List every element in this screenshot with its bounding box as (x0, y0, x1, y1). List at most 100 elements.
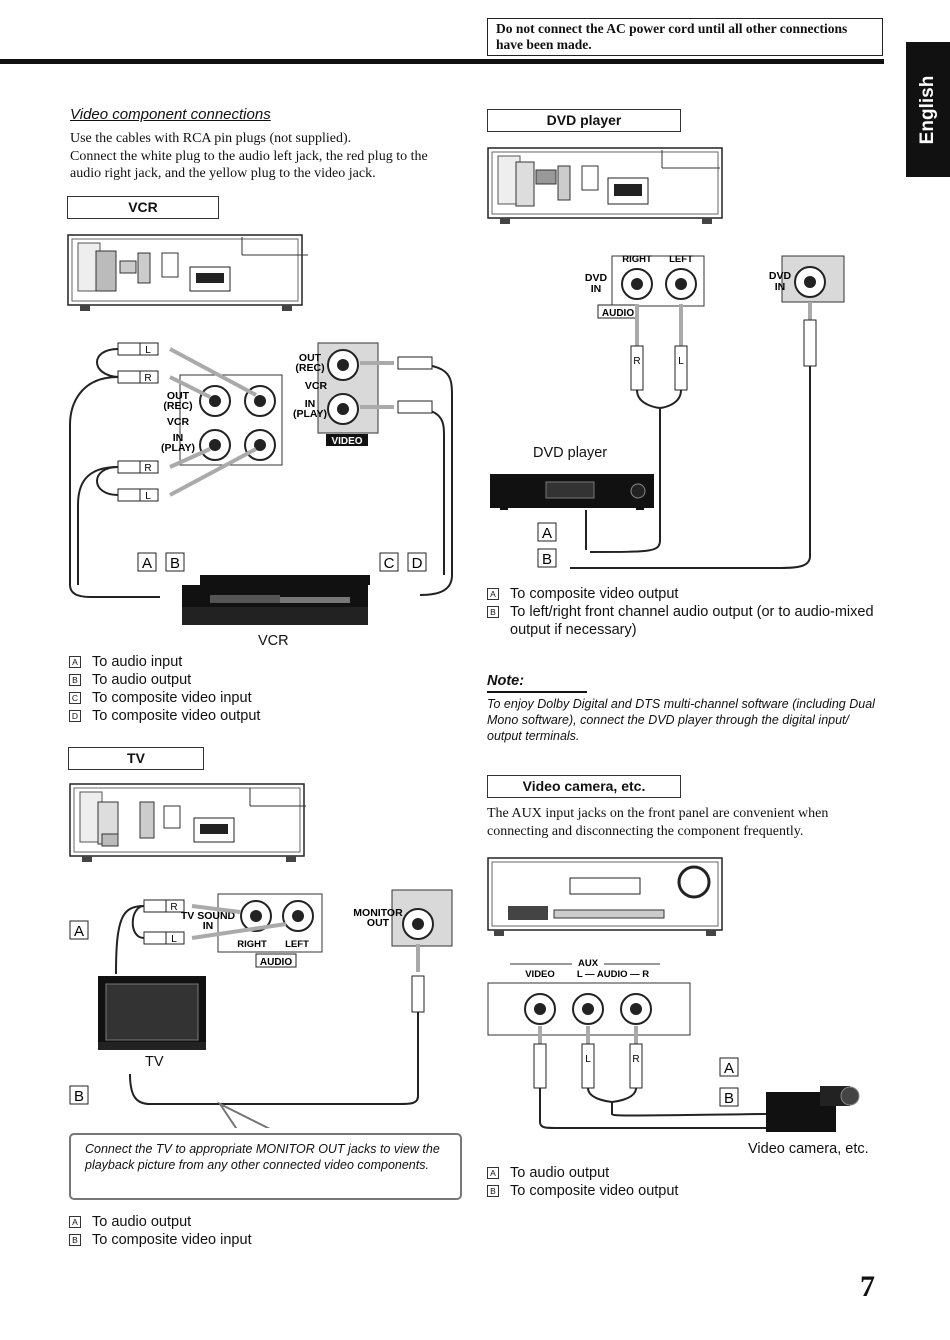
power-cord-warning: Do not connect the AC power cord until a… (487, 18, 883, 56)
tv-right-label: RIGHT (237, 939, 267, 950)
legend-key: A (487, 1167, 499, 1179)
legend-text: To composite video input (92, 1232, 252, 1248)
callout-a: A (724, 1060, 734, 1077)
svg-text:(REC): (REC) (295, 362, 324, 374)
dvd-player-device (490, 474, 654, 510)
dvd-plugs: R L (630, 319, 817, 391)
plug-letter: L (171, 934, 177, 945)
header-rule (0, 59, 884, 64)
receiver-rear-panel (67, 234, 308, 311)
intro-text: Use the cables with RCA pin plugs (not s… (70, 130, 450, 183)
dvd-audio-jack-panel: RIGHT LEFT AUDIO DVD IN (585, 254, 705, 319)
intro-line-2: Connect the white plug to the audio left… (70, 148, 428, 182)
plug-letter: L (145, 491, 151, 502)
svg-text:OUT: OUT (367, 917, 390, 929)
svg-text:MONITOR: MONITOR (353, 907, 403, 919)
tv-legend: A To audio output B To composite video inp… (69, 1213, 449, 1249)
legend-text: To composite video input (92, 690, 252, 706)
vcr-connection-diagram: OUT (REC) VCR IN (PLAY) VIDEO OUT(REC) V… (67, 234, 453, 625)
note-heading: Note: (487, 673, 525, 689)
svg-text:IN: IN (305, 398, 316, 410)
vcr-video-label: VIDEO (331, 436, 362, 447)
svg-text:DVD: DVD (769, 270, 792, 282)
vcr-label: VCR (167, 416, 190, 428)
vcr-device (182, 575, 370, 625)
legend-text: To audio output (510, 1165, 610, 1181)
receiver-rear-panel (69, 783, 306, 862)
vcr-box-label: VCR (67, 196, 219, 219)
plug-letter: R (144, 463, 151, 474)
monitor-out-note: Connect the TV to appropriate MONITOR OU… (69, 1133, 462, 1200)
note-underline (487, 691, 587, 693)
legend-text: To audio output (92, 1214, 192, 1230)
camera-plugs: L R (533, 1043, 643, 1089)
legend-text: To audio output (92, 672, 192, 688)
plug-letter: R (144, 373, 151, 384)
dvd-connection-diagram: RIGHT LEFT AUDIO DVD IN DVD IN R L A (487, 147, 845, 569)
aux-jack-panel: AUX VIDEO L — AUDIO — R (487, 958, 691, 1036)
legend-text: To audio input (92, 654, 183, 670)
legend-text: To composite video output (510, 586, 679, 602)
svg-text:IN: IN (203, 920, 214, 932)
vcr-legend: A To audio input B To audio output C To com… (69, 653, 449, 725)
plug-letter: L (678, 356, 684, 367)
legend-key: B (69, 1234, 81, 1246)
svg-text:VCR: VCR (305, 380, 328, 392)
page-number: 7 (860, 1270, 875, 1303)
vcr-in-label: IN (173, 432, 184, 444)
plug-letter: R (633, 356, 640, 367)
svg-text:DVD: DVD (585, 272, 608, 284)
aux-video-label: VIDEO (525, 969, 555, 980)
vcr-video-jack-panel: VIDEO (317, 342, 379, 447)
tv-device (98, 976, 206, 1050)
receiver-front-panel (487, 857, 723, 936)
dvd-left-label: LEFT (669, 254, 693, 265)
tv-audio-label: AUDIO (260, 957, 292, 968)
aux-audio-label: L — AUDIO — R (577, 969, 649, 980)
callout-b: B (724, 1090, 734, 1107)
callout-b: B (74, 1088, 84, 1105)
tv-audio-jack-panel: AUDIO RIGHT LEFT TV SOUND IN (181, 893, 323, 968)
legend-key: C (69, 692, 81, 704)
legend-item: C To composite video input (69, 689, 449, 707)
svg-text:OUT: OUT (299, 352, 322, 364)
dvd-right-label: RIGHT (622, 254, 652, 265)
callout-a: A (74, 923, 84, 940)
vcr-out-label: OUT (167, 390, 190, 402)
tv-connection-diagram: AUDIO RIGHT LEFT TV SOUND IN MONITOR OUT… (69, 783, 453, 1128)
tv-box-label: TV (68, 747, 204, 770)
callout-a: A (542, 525, 552, 542)
legend-key: B (69, 674, 81, 686)
legend-text: To composite video output (92, 708, 261, 724)
dvd-video-jack: DVD IN (769, 255, 845, 303)
legend-item: B To audio output (69, 671, 449, 689)
dvd-caption: DVD player (533, 445, 608, 461)
language-tab: English (906, 42, 950, 177)
svg-text:TV SOUND: TV SOUND (181, 910, 236, 922)
callout-b: B (170, 555, 180, 572)
legend-key: B (487, 1185, 499, 1197)
plug-letter: R (632, 1054, 639, 1065)
legend-item: D To composite video output (69, 707, 449, 725)
vcr-plugs: L R R L (117, 342, 433, 502)
legend-item: A To audio input (69, 653, 449, 671)
plug-letter: R (170, 902, 177, 913)
language-tab-label: English (917, 75, 938, 144)
tv-left-label: LEFT (285, 939, 309, 950)
camera-box-label: Video camera, etc. (487, 775, 681, 798)
svg-text:IN: IN (591, 283, 602, 295)
vcr-rec-label: (REC) (163, 400, 192, 412)
legend-text: To left/right front channel audio output… (510, 604, 874, 638)
callout-b: B (542, 551, 552, 568)
legend-key: D (69, 710, 81, 722)
legend-key: A (69, 1216, 81, 1228)
note-text: To enjoy Dolby Digital and DTS multi-cha… (487, 697, 875, 743)
intro-line-1: Use the cables with RCA pin plugs (not s… (70, 131, 352, 146)
camera-description: The AUX input jacks on the front panel a… (487, 806, 829, 839)
svg-text:(PLAY): (PLAY) (293, 408, 327, 420)
legend-key: A (69, 656, 81, 668)
legend-item: A To audio output (69, 1213, 449, 1231)
camera-connection-diagram: AUX VIDEO L — AUDIO — R L R A B (487, 857, 860, 1132)
legend-item: A To audio output (487, 1164, 882, 1182)
